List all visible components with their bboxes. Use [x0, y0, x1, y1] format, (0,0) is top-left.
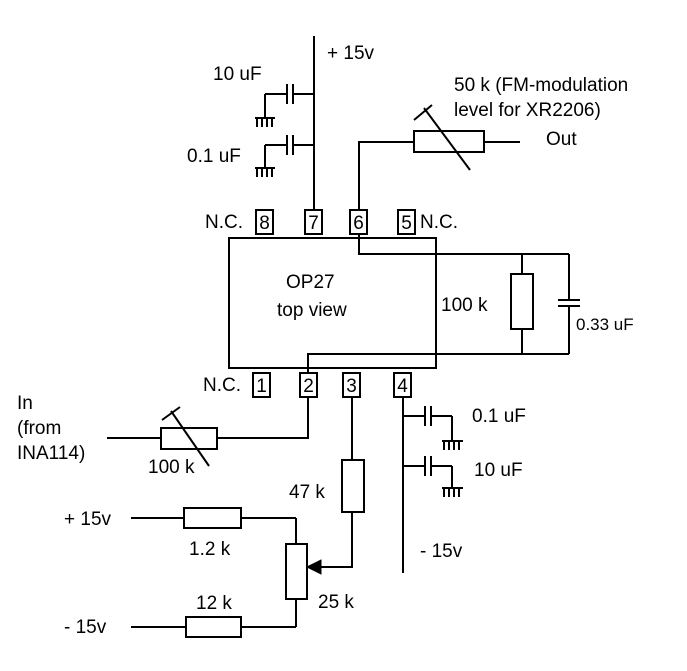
out-label: Out: [546, 129, 577, 150]
resistor-47k: [341, 459, 365, 513]
ground-icon: [255, 117, 275, 127]
vneg-bottom-label: - 15v: [420, 541, 463, 562]
pin-6-label: 6: [353, 213, 364, 234]
pin-8: 8: [255, 209, 274, 235]
pot-out-label-line1: 50 k (FM-modulation: [454, 75, 628, 96]
pot-in-label: 100 k: [148, 457, 195, 478]
vneg-left-label: - 15v: [64, 617, 107, 638]
pot-25k-label: 25 k: [318, 592, 354, 613]
chip-name: OP27: [286, 272, 335, 293]
pin-3-label: 3: [346, 376, 357, 397]
pin-5-label: 5: [401, 213, 412, 234]
pin-1-label: 1: [256, 376, 267, 397]
feedback-bottom-wire: [307, 353, 569, 373]
in-label-line3: INA114): [17, 443, 85, 464]
pin-6: 6: [349, 209, 368, 235]
cap-10uf-top-label: 10 uF: [213, 64, 262, 85]
cap-10uf-bottom-label: 10 uF: [474, 460, 523, 481]
pin-2: 2: [299, 372, 318, 398]
pin-5: 5: [397, 209, 416, 235]
pin-1-nc-label: N.C.: [203, 375, 241, 396]
pin-2-label: 2: [303, 376, 314, 397]
res47k-to-wiper-wire: [320, 512, 353, 568]
pin-4: 4: [393, 372, 412, 398]
pin-7-label: 7: [308, 213, 319, 234]
cap-feedback-label: 0.33 uF: [576, 315, 634, 334]
resistor-12k: [185, 616, 242, 638]
resistor-1-2k: [183, 507, 242, 529]
pin-1: 1: [252, 372, 271, 398]
pin-7: 7: [304, 209, 323, 235]
ground-icon: [442, 487, 463, 497]
res-47k-label: 47 k: [289, 482, 325, 503]
cap-10uf-top: [264, 84, 314, 118]
pot-out-label-line2: level for XR2206): [454, 100, 601, 121]
op27-chip-body: [228, 237, 437, 369]
cap-01uf-bottom: [403, 406, 453, 441]
pin-4-label: 4: [397, 376, 408, 397]
wiper-arrow-icon: [305, 559, 322, 575]
res-feedback-label: 100 k: [441, 295, 488, 316]
pin-5-nc-label: N.C.: [420, 212, 458, 233]
pin-3: 3: [342, 372, 361, 398]
cap-01uf-bottom-label: 0.1 uF: [472, 406, 526, 427]
cap-01uf-top: [264, 135, 314, 168]
vpos-left-label: + 15v: [64, 509, 112, 530]
vpos-top-label: + 15v: [327, 43, 375, 64]
res-12k-label: 12 k: [196, 593, 232, 614]
ground-icon: [442, 440, 463, 450]
resistor-100k-feedback: [510, 254, 534, 354]
feedback-top-wire: [358, 234, 569, 255]
cap-10uf-bottom: [403, 456, 453, 488]
cap-01uf-top-label: 0.1 uF: [187, 146, 241, 167]
chip-view-label: top view: [277, 300, 347, 321]
ground-icon: [255, 167, 275, 177]
pin-8-nc-label: N.C.: [205, 212, 243, 233]
res-1-2k-label: 1.2 k: [189, 539, 231, 560]
in-label-line2: (from: [17, 418, 61, 439]
pin6-to-pot-wire: [358, 141, 414, 210]
in-label-line1: In: [17, 393, 33, 414]
pot-25k: [285, 518, 308, 627]
pot-100k-in: [160, 406, 218, 467]
cap-033uf-feedback: [558, 254, 580, 354]
pin-8-label: 8: [259, 213, 270, 234]
pot-50k-out: [413, 104, 485, 171]
pot-to-pin2-wire: [217, 397, 309, 439]
